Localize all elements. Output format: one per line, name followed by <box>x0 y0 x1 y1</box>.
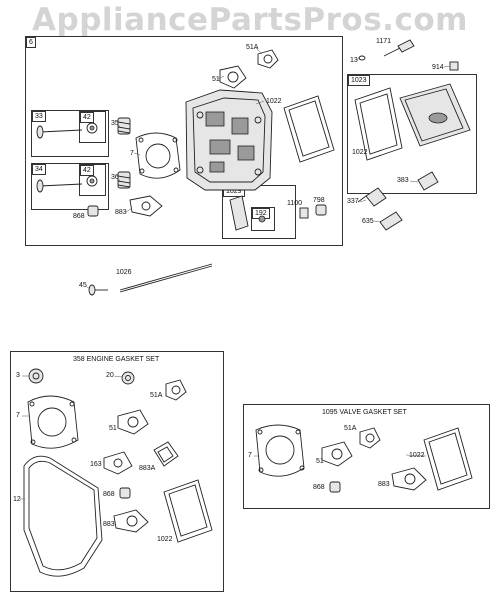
push-rod-1026-drawing <box>119 263 213 293</box>
tappet-45-drawing <box>88 284 108 296</box>
label-1022-cover: 1022 <box>352 149 368 156</box>
spark-plug-boot-383-drawing <box>417 171 439 191</box>
watermark-logo: AppliancePartsPros.com <box>32 2 468 38</box>
label-7: 7 <box>130 150 134 157</box>
part-1100-drawing <box>299 207 309 219</box>
label-13: 13 <box>350 57 358 64</box>
egs-label-3: 3 <box>16 372 20 379</box>
leader-lines <box>20 47 451 500</box>
vgs-label-7: 7 <box>248 452 252 459</box>
spark-plug-cover-635-drawing <box>379 211 403 231</box>
egs-gasket-883A-drawing <box>153 441 179 467</box>
egs-label-20: 20 <box>106 372 114 379</box>
egs-gasket-883-drawing <box>113 509 149 533</box>
assembly-tag-6: 6 <box>26 37 36 48</box>
label-1022: 1022 <box>266 98 282 105</box>
egs-label-12: 12 <box>13 496 21 503</box>
rocker-arm-drawing <box>229 195 266 231</box>
label-1100: 1100 <box>287 200 303 207</box>
intake-valve-tag: 33 <box>32 111 46 122</box>
valve-cover-gasket-drawing <box>283 95 335 163</box>
egs-label-883A: 883A <box>139 465 156 472</box>
exhaust-inner-box <box>79 164 106 196</box>
exhaust-valve-tag: 34 <box>32 164 46 175</box>
label-1171: 1171 <box>376 38 392 45</box>
vgs-valve-cover-gasket-drawing <box>423 427 473 491</box>
vgs-gasket-51A-drawing <box>359 427 381 449</box>
screw-914-drawing <box>449 61 459 71</box>
intake-inner-box <box>79 111 106 143</box>
intake-gasket-51-drawing <box>219 65 247 89</box>
label-1026: 1026 <box>116 269 132 276</box>
exhaust-valve-drawing <box>36 175 98 193</box>
egs-label-7: 7 <box>16 412 20 419</box>
washer-13-drawing <box>358 55 366 61</box>
valve-cover-drawing <box>354 83 471 161</box>
bolt-1171-drawing <box>383 39 415 57</box>
egs-label-868: 868 <box>103 491 115 498</box>
label-51: 51 <box>212 76 220 83</box>
part-798-drawing <box>315 204 327 216</box>
intake-valve-drawing <box>36 122 98 139</box>
egs-label-51: 51 <box>109 425 117 432</box>
vgs-gasket-51-drawing <box>321 441 353 467</box>
egs-gasket-163-drawing <box>103 451 133 475</box>
egs-label-51A: 51A <box>150 392 163 399</box>
vgs-label-883: 883 <box>378 481 390 488</box>
label-914: 914 <box>432 64 444 71</box>
egs-label-883: 883 <box>103 521 115 528</box>
label-883: 883 <box>115 209 127 216</box>
egs-seal-868-drawing <box>119 487 131 499</box>
vgs-label-51: 51 <box>316 458 324 465</box>
egs-label-1022: 1022 <box>157 536 173 543</box>
egs-seal-3-drawing <box>28 368 44 384</box>
spark-plug-337-drawing <box>357 187 387 207</box>
egs-valve-cover-gasket-drawing <box>163 479 213 543</box>
engine-gasket-set-box <box>10 351 224 592</box>
rocker-inner-box <box>251 207 275 231</box>
engine-gasket-set-title: 358 ENGINE GASKET SET <box>73 356 160 363</box>
vgs-gasket-883-drawing <box>391 467 427 491</box>
label-45: 45 <box>79 282 87 289</box>
cylinder-head-drawing <box>185 89 273 191</box>
label-35: 35 <box>111 120 119 127</box>
head-gasket-drawing <box>135 132 181 179</box>
vgs-seal-868-drawing <box>329 481 341 493</box>
egs-crankcase-gasket-drawing <box>23 455 103 577</box>
cylinder-head-assembly-box <box>25 36 343 246</box>
egs-gasket-51A-drawing <box>165 379 187 401</box>
intake-gasket-883-drawing <box>129 195 163 217</box>
egs-gasket-51-drawing <box>117 409 149 435</box>
egs-head-gasket-drawing <box>27 395 79 449</box>
label-51A: 51A <box>246 44 259 51</box>
exhaust-gasket-51A-drawing <box>257 49 279 69</box>
valve-cover-tag: 1023 <box>348 75 370 86</box>
label-798: 798 <box>313 197 325 204</box>
label-337: 337 <box>347 198 359 205</box>
vgs-label-868: 868 <box>313 484 325 491</box>
label-635: 635 <box>362 218 374 225</box>
valve-spring-35-drawing <box>117 117 131 135</box>
valve-cover-box <box>347 74 477 194</box>
exhaust-valve-box <box>31 163 109 210</box>
vgs-head-gasket-drawing <box>255 424 305 477</box>
intake-valve-box <box>31 110 109 157</box>
valve-spring-36-drawing <box>117 171 131 189</box>
label-383: 383 <box>397 177 409 184</box>
label-868: 868 <box>73 213 85 220</box>
vgs-label-51A: 51A <box>344 425 357 432</box>
intake-inner-tag: 42 <box>80 112 94 123</box>
egs-seal-20-drawing <box>121 371 135 385</box>
valve-gasket-set-box <box>243 404 490 509</box>
valve-seal-868-drawing <box>87 205 99 217</box>
egs-label-163: 163 <box>90 461 102 468</box>
label-36: 36 <box>111 174 119 181</box>
exhaust-inner-tag: 42 <box>80 165 94 176</box>
valve-gasket-set-title: 1095 VALVE GASKET SET <box>322 409 407 416</box>
